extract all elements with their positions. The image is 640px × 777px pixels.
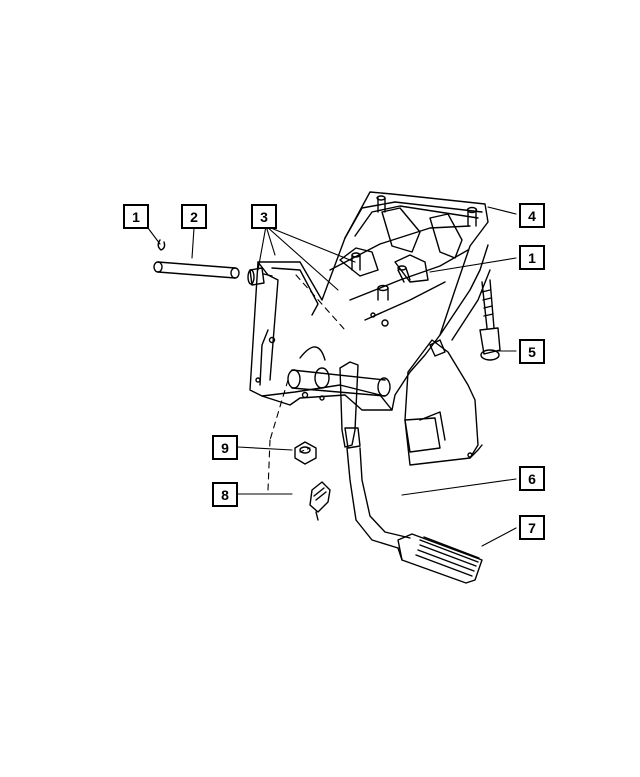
- callout-6: 6: [519, 466, 545, 491]
- svg-text:9: 9: [221, 440, 229, 456]
- callout-9: 9: [212, 435, 238, 460]
- svg-text:6: 6: [528, 471, 536, 487]
- pedal-pivot-sleeve: [287, 367, 391, 397]
- callout-5: 5: [519, 339, 545, 364]
- bracket-clip: [429, 339, 446, 357]
- mounting-studs: [351, 195, 478, 301]
- svg-text:7: 7: [528, 520, 536, 536]
- bolt: [479, 279, 501, 361]
- switch-clip: [309, 481, 331, 521]
- pedal-pad: [397, 533, 483, 584]
- nut: [294, 441, 317, 465]
- callout-8: 8: [212, 482, 238, 507]
- pedal-arm: [339, 361, 411, 549]
- leader-lines: [147, 206, 517, 547]
- callout-4: 4: [519, 203, 545, 228]
- svg-text:1: 1: [528, 250, 536, 266]
- callout-2: 2: [181, 204, 207, 229]
- svg-text:1: 1: [132, 209, 140, 225]
- svg-text:2: 2: [190, 209, 198, 225]
- svg-text:8: 8: [221, 487, 229, 503]
- retaining-clip: [157, 239, 166, 251]
- callout-1-right: 1: [519, 245, 545, 270]
- svg-text:5: 5: [528, 344, 536, 360]
- pedal-bracket: [249, 191, 491, 466]
- svg-text:4: 4: [528, 208, 536, 224]
- callout-1-left: 1: [123, 204, 149, 229]
- callout-7: 7: [519, 515, 545, 540]
- bushing: [247, 267, 273, 286]
- svg-text:3: 3: [260, 209, 268, 225]
- pivot-shaft: [153, 261, 240, 279]
- callout-3: 3: [251, 204, 277, 229]
